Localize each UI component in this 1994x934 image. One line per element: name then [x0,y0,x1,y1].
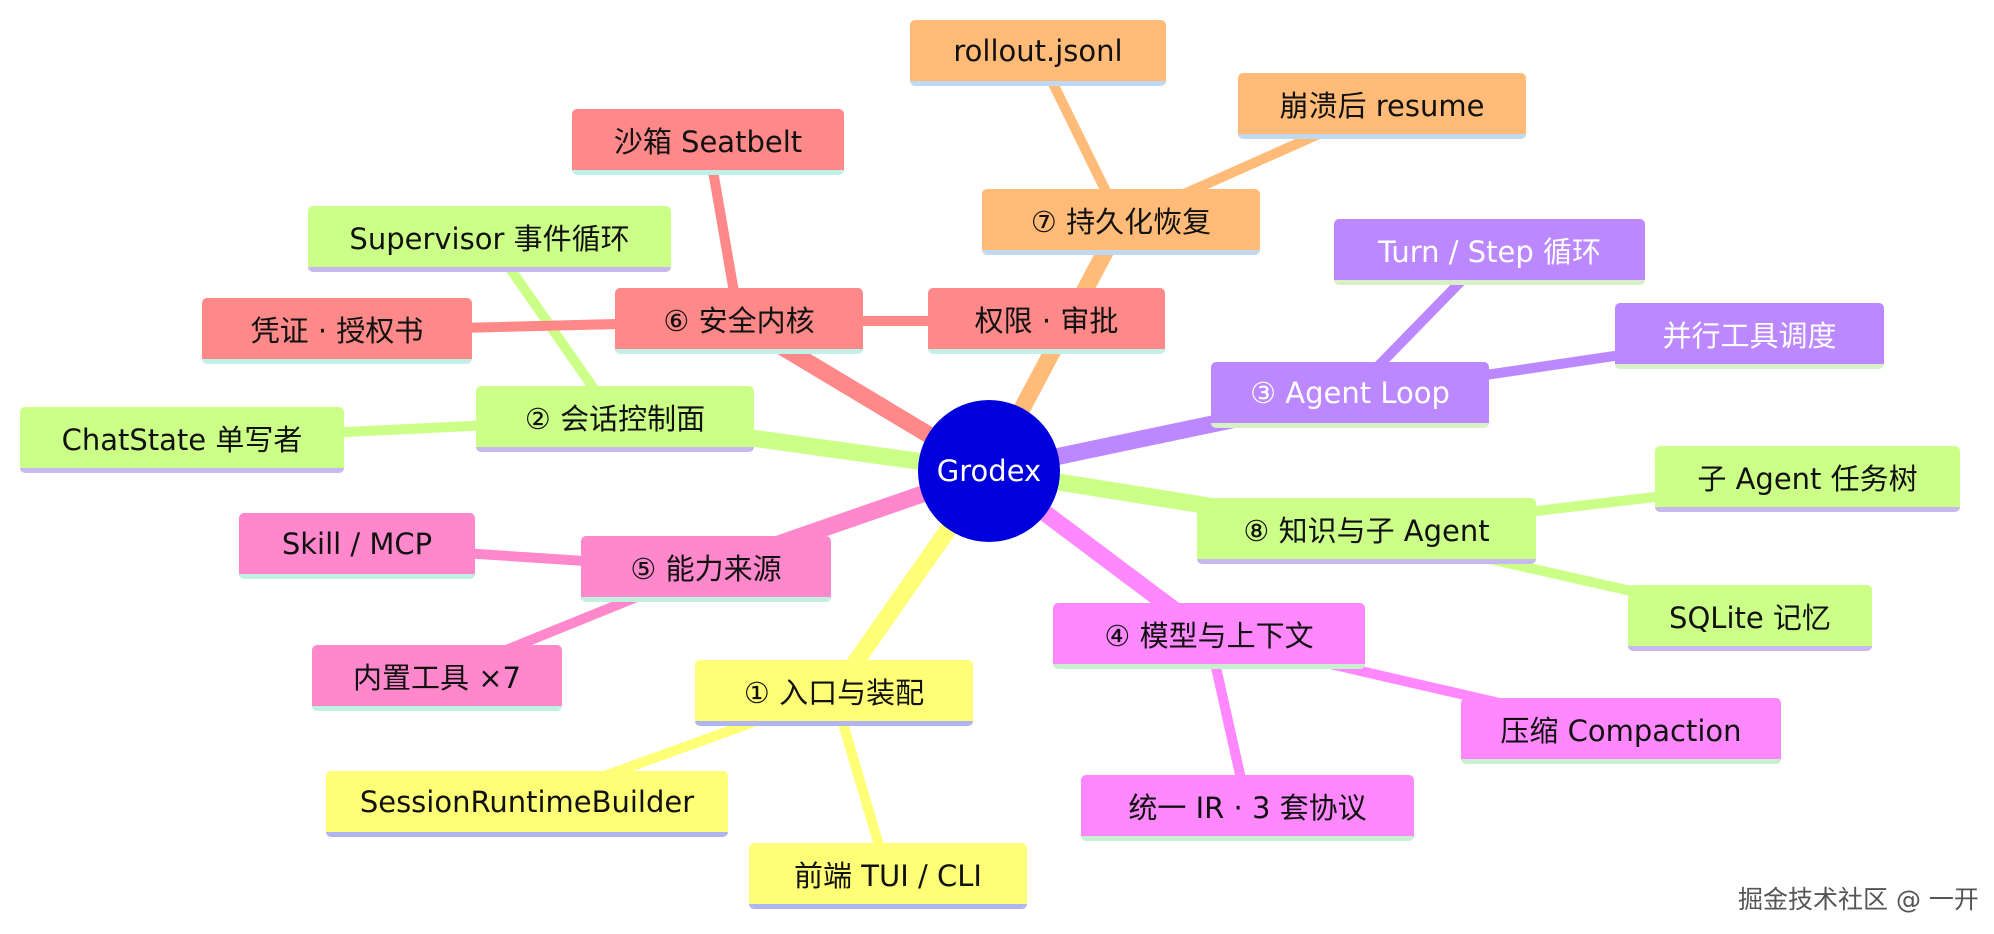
leaf-node-c6a: 沙箱 Seatbelt [572,109,844,175]
leaf-node-c6c: 权限 · 审批 [928,288,1165,354]
leaf-node-c4a: 统一 IR · 3 套协议 [1081,775,1414,841]
branch-node-b2: ② 会话控制面 [476,386,754,452]
leaf-node-c4b: 压缩 Compaction [1461,698,1781,764]
leaf-node-c1a: SessionRuntimeBuilder [326,771,728,837]
branch-node-b3: ③ Agent Loop [1211,362,1489,428]
branch-node-b4: ④ 模型与上下文 [1053,603,1365,669]
root-node: Grodex [918,400,1060,542]
leaf-node-c8a: 子 Agent 任务树 [1655,446,1960,512]
leaf-node-c7b: 崩溃后 resume [1238,73,1526,139]
leaf-node-c3b: 并行工具调度 [1615,303,1884,369]
branch-node-b5: ⑤ 能力来源 [581,536,831,602]
leaf-node-c8b: SQLite 记忆 [1628,585,1872,651]
leaf-node-c2b: ChatState 单写者 [20,407,344,473]
leaf-node-c1b: 前端 TUI / CLI [749,843,1027,909]
branch-node-b7: ⑦ 持久化恢复 [982,189,1260,255]
leaf-node-c5a: Skill / MCP [239,513,475,579]
leaf-node-c2a: Supervisor 事件循环 [308,206,671,272]
watermark: 掘金技术社区 @ 一开 [1738,885,1979,914]
branch-node-b1: ① 入口与装配 [695,660,973,726]
leaf-node-c6b: 凭证 · 授权书 [202,298,472,364]
leaf-node-c5b: 内置工具 ×7 [312,645,562,711]
branch-node-b6: ⑥ 安全内核 [615,288,863,354]
leaf-node-c3a: Turn / Step 循环 [1334,219,1645,285]
leaf-node-c7a: rollout.jsonl [910,20,1166,86]
branch-node-b8: ⑧ 知识与子 Agent [1197,498,1536,564]
